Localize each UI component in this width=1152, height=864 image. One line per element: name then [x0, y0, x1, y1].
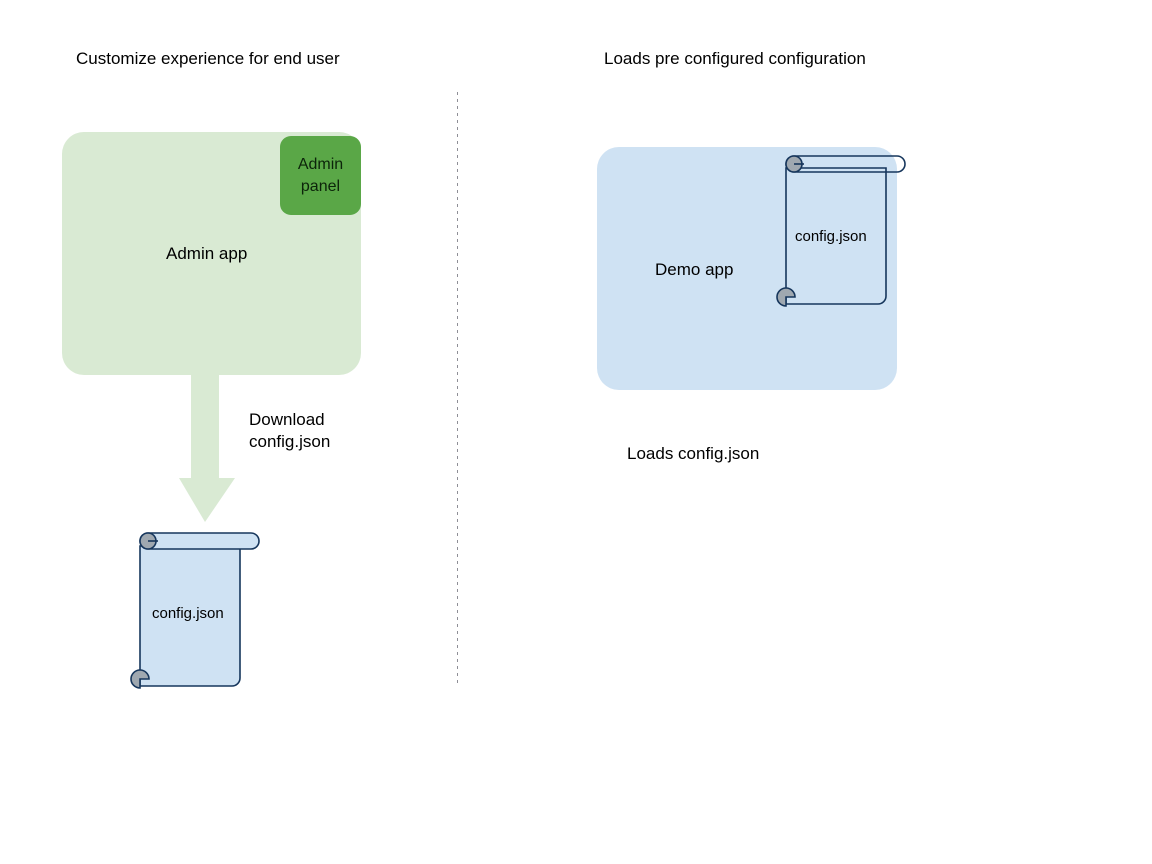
admin-panel-badge[interactable]: Admin panel	[280, 136, 361, 215]
column-divider	[457, 92, 458, 686]
document-label-config-left: config.json	[152, 605, 224, 622]
admin-app-label: Admin app	[166, 244, 248, 263]
demo-app-box[interactable]	[597, 147, 897, 390]
column-title-right: Loads pre configured configuration	[604, 49, 866, 68]
document-label-config-right: config.json	[795, 228, 867, 245]
loads-config-caption: Loads config.json	[627, 444, 760, 463]
download-arrow-icon	[179, 370, 235, 522]
demo-app-label: Demo app	[655, 260, 734, 279]
download-arrow-label: Download config.json	[249, 410, 331, 451]
document-icon-config-left[interactable]	[118, 528, 268, 690]
admin-panel-label: Admin panel	[297, 155, 344, 195]
column-title-left: Customize experience for end user	[76, 49, 340, 68]
document-icon-config-right[interactable]	[766, 152, 914, 310]
